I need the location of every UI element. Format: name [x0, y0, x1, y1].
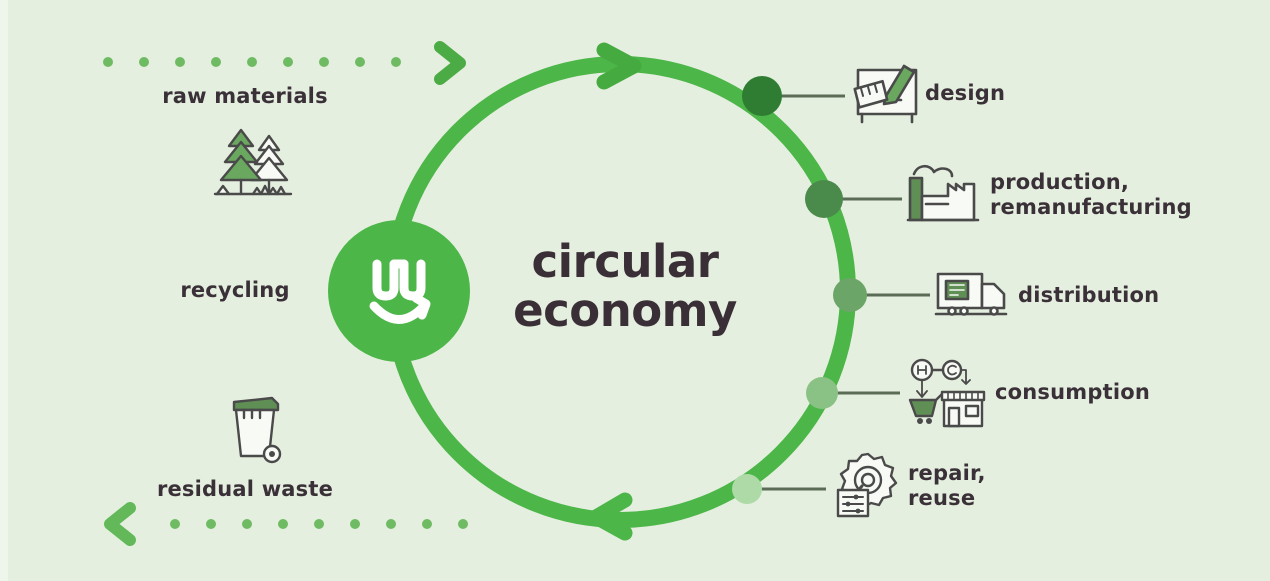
left-edge-strip [0, 0, 8, 581]
waste-bin-icon [232, 396, 282, 464]
factory-icon [906, 164, 980, 222]
label-recycling: recycling [180, 278, 290, 302]
gear-repair-icon [836, 452, 898, 518]
dotted-arrow-raw-materials [103, 41, 466, 85]
logo-circle [328, 220, 470, 362]
ring-arrow-top [596, 42, 642, 90]
label-residual-waste: residual waste [156, 477, 334, 501]
logo-smiley-w-mark [369, 259, 431, 324]
design-board-pencil-icon [853, 64, 918, 124]
dotted-arrow-residual-waste [104, 502, 468, 546]
label-production: production, remanufacturing [990, 170, 1192, 219]
circular-economy-logo[interactable] [328, 220, 470, 362]
node-consumption[interactable] [806, 377, 838, 409]
node-repair[interactable] [732, 474, 762, 504]
node-distribution[interactable] [833, 278, 867, 312]
label-consumption: consumption [995, 380, 1151, 404]
page-title: circular economy [513, 235, 737, 337]
label-raw-materials: raw materials [162, 84, 328, 108]
label-repair: repair, reuse [908, 461, 986, 510]
node-production[interactable] [805, 180, 843, 218]
node-design[interactable] [742, 76, 782, 116]
label-distribution: distribution [1018, 283, 1160, 307]
label-design: design [925, 81, 1006, 105]
delivery-truck-icon [934, 272, 1008, 316]
shop-cart-icon [908, 358, 986, 428]
ring-arrow-bottom [588, 492, 633, 541]
trees-forest-icon [213, 128, 293, 196]
